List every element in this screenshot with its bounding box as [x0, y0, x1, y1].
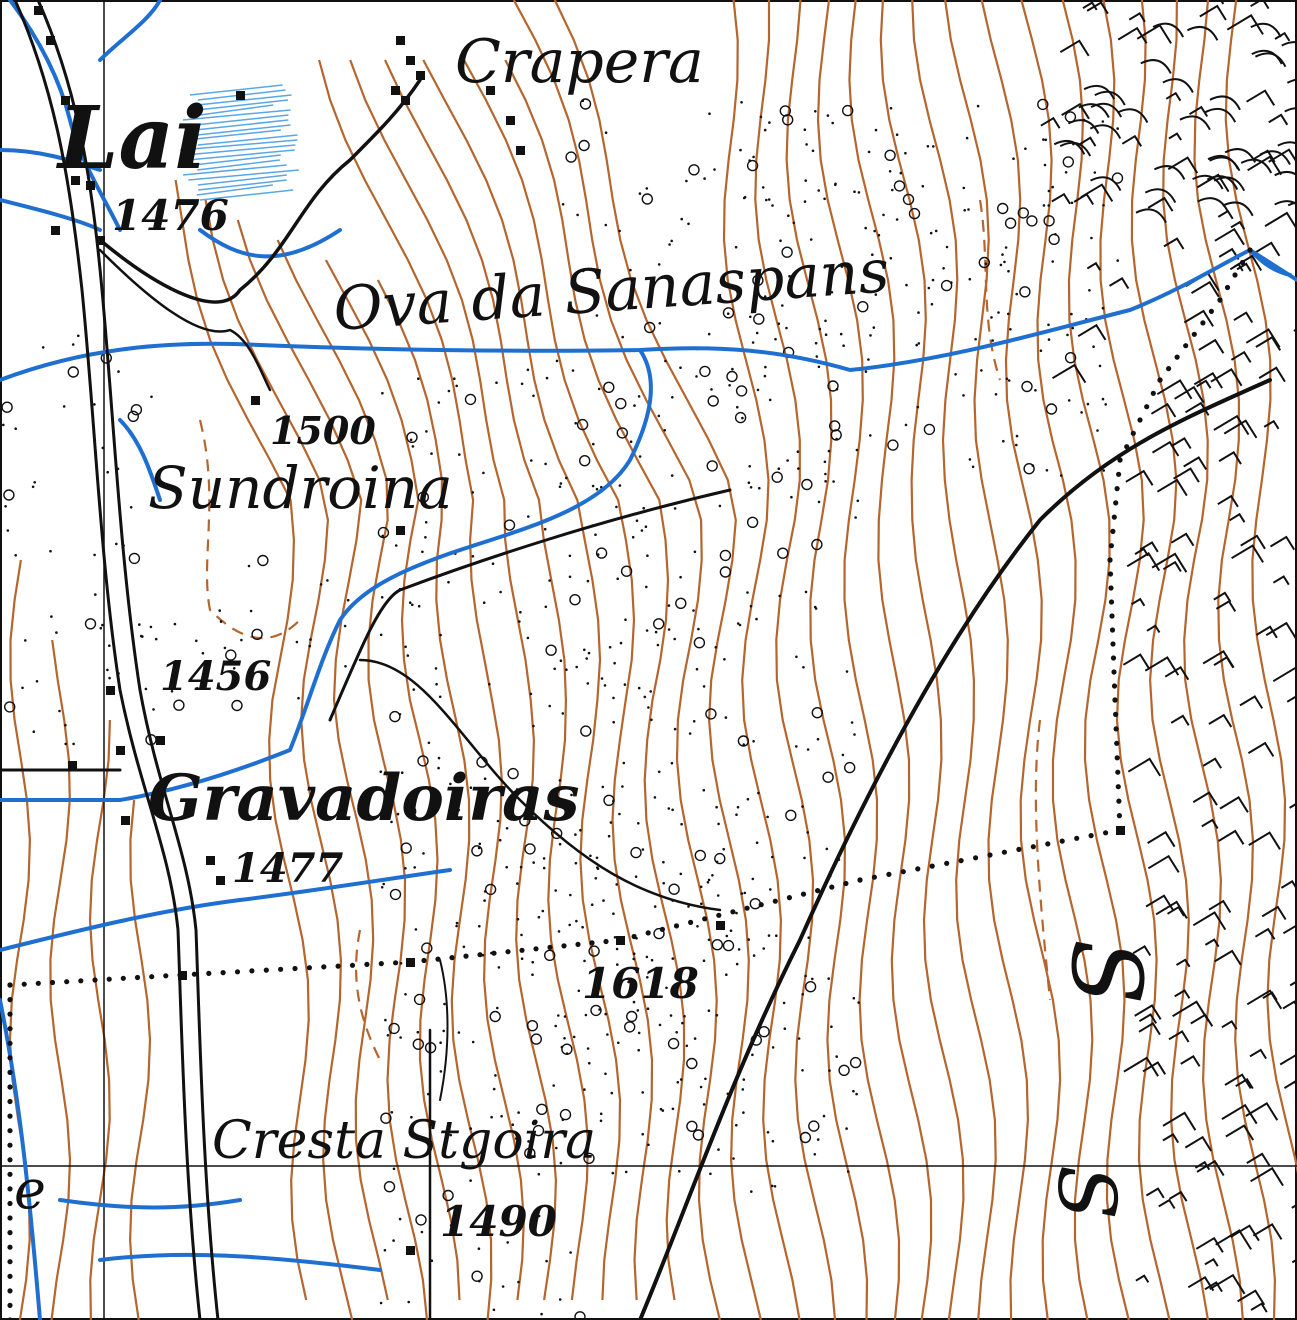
river: [118, 418, 162, 502]
dashed-contour: [978, 199, 1002, 381]
dotted-boundary: [7, 247, 1253, 1320]
place-name-fragment-left: e: [14, 1158, 46, 1221]
marsh-area: [180, 84, 299, 201]
river: [1248, 248, 1292, 277]
contour-line: [88, 719, 111, 1320]
river: [98, 0, 162, 62]
contour-line: [848, 0, 933, 1320]
contour-line: [204, 199, 354, 1320]
contour-line: [1162, 0, 1244, 1320]
river: [98, 1252, 382, 1272]
elevation-1618: 1618: [582, 959, 699, 1008]
contour-line: [49, 639, 72, 1320]
elevation-1490: 1490: [440, 1197, 557, 1246]
contour-line: [174, 179, 310, 1301]
contour-line: [785, 0, 869, 1320]
contour-line: [980, 0, 1062, 1320]
contour-line: [276, 239, 429, 1320]
contour-line: [318, 59, 525, 1301]
elevation-1476: 1476: [112, 191, 229, 240]
place-name-cresta-stgoira: Cresta Stgoira: [212, 1111, 596, 1171]
river: [0, 348, 653, 802]
river: [58, 1198, 242, 1210]
elevation-1456: 1456: [160, 653, 271, 700]
place-name-sundroina: Sundroina: [148, 454, 453, 522]
contour-line: [236, 219, 389, 1301]
contour-line: [553, 0, 762, 1320]
contour-line: [879, 0, 965, 1320]
contour-line: [1099, 0, 1171, 1320]
river: [0, 248, 1297, 382]
contour-line: [422, 59, 622, 1301]
place-name-fragment-right-b: S: [1040, 1165, 1133, 1220]
contour-line: [722, 0, 801, 1320]
river: [8, 0, 122, 232]
contour-line: [1061, 0, 1130, 1320]
dashed-contour: [1034, 719, 1052, 1001]
place-name-gravadoiras: Gravadoiras: [148, 761, 579, 836]
elevation-1500: 1500: [270, 408, 376, 453]
contour-line: [911, 0, 997, 1320]
buildings: [34, 6, 1125, 1255]
dashed-contour: [198, 419, 301, 640]
contour-line: [376, 279, 493, 1320]
contour-line: [504, 59, 686, 1301]
river: [0, 868, 452, 952]
contour-line: [1130, 0, 1210, 1320]
dashed-contour: [354, 929, 381, 1061]
river: [0, 998, 42, 1320]
place-name-fragment-right-a: S: [1050, 939, 1162, 1005]
river: [198, 228, 342, 259]
contour-line: [384, 59, 590, 1301]
contour-line: [1224, 0, 1297, 1174]
place-name-ova-da-sanaspans: Ova da Sanaspans: [331, 236, 891, 345]
river: [0, 198, 102, 232]
rock-hachures: [1040, 0, 1297, 1313]
contour-line: [349, 59, 558, 1301]
elevation-1477: 1477: [232, 845, 343, 892]
contour-line: [944, 0, 1030, 1320]
contour-line: [816, 0, 901, 1320]
river: [0, 148, 102, 172]
contour-line: [463, 59, 654, 1301]
contour-line: [512, 0, 721, 1320]
place-name-lai: Lai: [55, 88, 207, 189]
place-name-crapera: Crapera: [455, 27, 704, 97]
contour-line: [754, 0, 837, 1320]
contour-line: [128, 799, 152, 1320]
contour-line: [1020, 0, 1094, 1320]
contour-lines: [8, 0, 1297, 1320]
